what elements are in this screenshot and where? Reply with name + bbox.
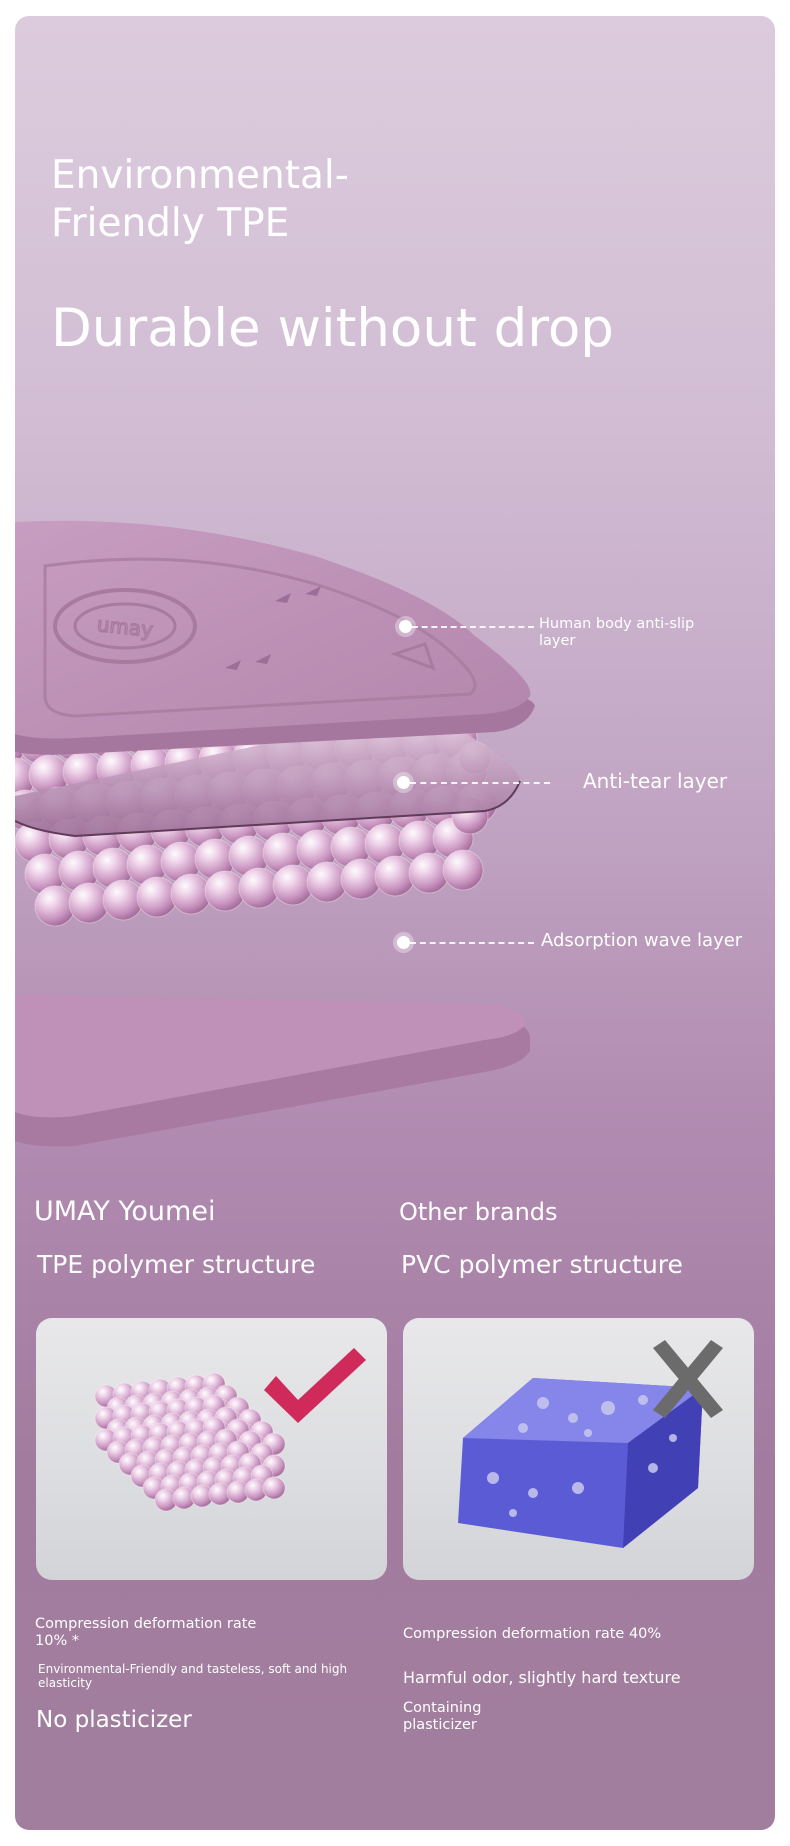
callout-dot-anti-slip xyxy=(399,620,412,633)
left-feature-text: Environmental-Friendly and tasteless, so… xyxy=(38,1662,347,1690)
left-feature-line-1: Environmental-Friendly and tasteless, so… xyxy=(38,1662,348,1676)
label-anti-slip-layer: Human body anti-slip layer xyxy=(539,616,739,650)
left-compression-line-2: 10% * xyxy=(35,1633,80,1649)
anti-tear-film xyxy=(15,711,521,838)
tpe-sphere-cluster xyxy=(94,1348,366,1512)
left-structure-title: TPE polymer structure xyxy=(37,1250,316,1279)
base-layer xyxy=(15,994,530,1147)
left-compression-line-1: Compression deformation rate xyxy=(35,1616,257,1632)
callout-line-adsorption xyxy=(410,942,534,946)
callout-line-anti-slip xyxy=(412,626,534,630)
left-compression-rate: Compression deformation rate 10% * xyxy=(35,1616,256,1650)
tpe-structure-panel xyxy=(36,1318,387,1580)
label-adsorption-wave-layer: Adsorption wave layer xyxy=(541,930,743,951)
product-card: Environmental- Friendly TPE Durable with… xyxy=(15,16,775,1830)
right-feature-text: Harmful odor, slightly hard texture xyxy=(403,1668,681,1687)
left-plasticizer-text: No plasticizer xyxy=(36,1707,192,1733)
check-icon xyxy=(264,1348,366,1423)
mat-layers-illustration: umay xyxy=(15,520,535,1147)
label-anti-slip-line-1: Human body anti-slip xyxy=(539,616,695,632)
right-plasticizer-text: Containing plasticizer xyxy=(403,1700,481,1734)
right-plasticizer-line-1: Containing xyxy=(403,1700,482,1716)
left-brand-title: UMAY Youmei xyxy=(34,1196,216,1227)
pvc-structure-panel xyxy=(403,1318,754,1580)
pvc-foam-block xyxy=(458,1340,723,1548)
label-anti-tear-layer: Anti-tear layer xyxy=(583,769,728,793)
right-structure-title: PVC polymer structure xyxy=(401,1250,683,1279)
callout-dot-adsorption xyxy=(397,936,410,949)
left-feature-line-2: elasticity xyxy=(38,1676,93,1690)
right-compression-rate: Compression deformation rate 40% xyxy=(403,1626,662,1642)
headline-line-2: Friendly TPE xyxy=(51,201,290,246)
sphere xyxy=(262,1476,286,1500)
right-brand-title: Other brands xyxy=(399,1198,558,1226)
anti-slip-top-layer: umay xyxy=(15,520,535,755)
headline-title: Environmental- Friendly TPE xyxy=(51,152,349,248)
callout-dot-anti-tear xyxy=(397,776,410,789)
callout-line-anti-tear xyxy=(410,782,550,786)
cross-icon xyxy=(653,1340,723,1418)
sphere xyxy=(442,849,484,891)
headline-tagline: Durable without drop xyxy=(51,298,614,359)
right-plasticizer-line-2: plasticizer xyxy=(403,1717,477,1733)
label-anti-slip-line-2: layer xyxy=(539,633,576,649)
headline-line-1: Environmental- xyxy=(51,153,349,198)
